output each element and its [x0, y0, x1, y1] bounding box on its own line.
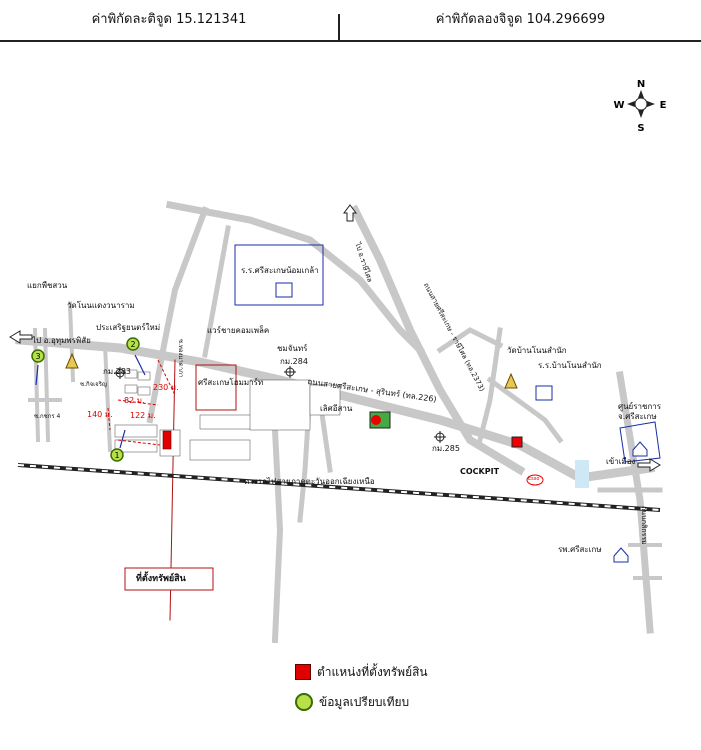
canal-icon: [575, 460, 589, 488]
label-kachon-soi4: ซ.กชกร 4: [34, 413, 61, 420]
compass-w: W: [613, 100, 624, 111]
esso-icon: [526, 474, 544, 486]
km-marker-icons: [114, 366, 446, 443]
label-gov-center: ศูนย์ราชการ จ.ศรีสะเกษ: [618, 402, 662, 421]
label-prasert-yont: ประเสริฐยนตร์ใหม่: [96, 323, 161, 332]
gov-building-icon: [632, 441, 648, 457]
side-road-1: [436, 327, 504, 354]
label-to-city: เข้าเมือง: [606, 457, 636, 466]
lert-isan-logo-icon: [371, 415, 381, 425]
compass-e: E: [660, 100, 667, 111]
school-icon: [275, 282, 293, 298]
label-dist-230: 230 ม.: [153, 383, 179, 392]
school-icon-2: [535, 385, 553, 401]
landmark-icons: [65, 282, 648, 563]
label-chomchan: ชมจันทร์: [277, 344, 308, 353]
label-dist-140: 140 ม.: [87, 410, 113, 419]
label-soi-line: ซ.ทองมาดาภา: [177, 339, 184, 378]
hospital-icon: [613, 547, 629, 563]
label-pai-uthumphon: ไป อ.อุทุมพรพิสัย: [32, 336, 91, 345]
coordinate-divider: [338, 14, 340, 40]
legend-comparison-row: ข้อมูลเปรียบเทียบ: [295, 692, 409, 712]
arrow-east-icon: [637, 458, 661, 472]
label-esso: Esso: [528, 476, 540, 482]
legend-property-row: ตำแหน่งที่ตั้งทรัพย์สิน: [295, 662, 428, 682]
compass-n: N: [637, 79, 645, 90]
label-cockpit: COCKPIT: [460, 467, 500, 476]
label-kasikam-road: ถนนกสิกรรม: [640, 506, 648, 545]
latitude-label: ค่าพิกัดละติจูด 15.121341: [91, 12, 247, 27]
side-road-2: [476, 327, 503, 444]
compass-s: S: [637, 123, 644, 134]
mid-road: [202, 225, 231, 358]
coordinate-bar: ค่าพิกัดละติจูด 15.121341 ค่าพิกัดลองจิจ…: [0, 0, 701, 42]
label-yaek-phet-suan: แยกพืชสวน: [27, 281, 68, 290]
property-swatch-icon: [295, 664, 311, 680]
compass-rose: N S E W: [613, 79, 666, 134]
road-network: [15, 200, 663, 644]
comparison-point-3: [31, 349, 45, 363]
upper-road: [165, 200, 425, 355]
gov-center-boundary: [619, 421, 661, 463]
label-hospital: รพ.ศรีสะเกษ: [558, 545, 602, 554]
school-boundary: [234, 244, 324, 306]
temple-icon-2: [504, 372, 518, 389]
label-srisaket-home: ศรีสะเกษโฮมมาร์ท: [198, 378, 264, 387]
label-wat-non-daeng: วัดโนนแดงวนาราม: [67, 301, 135, 310]
comparison-label-2: 2: [130, 340, 135, 349]
direction-arrows: [35, 354, 146, 449]
comparison-points: 3 2 1: [31, 337, 140, 462]
railway-line: [17, 463, 661, 512]
comparison-label-3: 3: [35, 352, 40, 361]
property-callout-box: [124, 567, 214, 591]
label-lert-isan: เลิศอีสาน: [320, 404, 353, 413]
kasikam-road: [615, 370, 654, 634]
west-road: [146, 206, 209, 424]
temple-icon: [65, 352, 79, 369]
label-warehouse: แวร์ชายคอมเพล็ค: [207, 326, 270, 335]
label-school-nonsamnak: ร.ร.บ้านโนนสำนัก: [538, 361, 602, 370]
label-km283: กม.283: [103, 367, 131, 376]
arrow-west-icon: [9, 330, 33, 344]
homemart-boundary: [195, 364, 237, 411]
comparison-swatch-icon: [295, 693, 313, 711]
label-school-srisaket: ร.ร.ศรีสะเกษน้อมเกล้า: [241, 266, 319, 275]
distance-markers: [107, 359, 176, 446]
comparison-point-2: [126, 337, 140, 351]
longitude-label: ค่าพิกัดลองจิจูด 104.296699: [435, 12, 606, 27]
label-wat-nonsamnak: วัดบ้านโนนสำนัก: [507, 346, 567, 355]
west-soi-2: [42, 327, 51, 443]
west-soi-4: [102, 342, 113, 453]
side-road-3: [486, 376, 564, 444]
label-soi-note: ซ.กิจเจริญ: [80, 381, 108, 388]
property-marker: [162, 430, 172, 450]
highway-2373: [349, 204, 526, 476]
arrow-north-icon: [343, 204, 357, 222]
building-blocks: [114, 369, 341, 461]
label-dist-82: 82 ม.: [124, 396, 145, 405]
comparison-label-1: 1: [114, 451, 119, 460]
legend-comparison-label: ข้อมูลเปรียบเทียบ: [319, 694, 410, 709]
legend-property-label: ตำแหน่งที่ตั้งทรัพย์สิน: [317, 664, 428, 679]
label-property-location: ที่ตั้งทรัพย์สิน: [136, 574, 186, 584]
label-km285: กม.285: [432, 444, 460, 453]
label-dist-122: 122 ม.: [130, 411, 156, 420]
road-arrows: [9, 204, 661, 472]
shop-icon: [511, 436, 523, 448]
label-railway: ทางรถไฟสายภาคตะวันออกเฉียงเหนือ: [244, 477, 375, 486]
comparison-point-1: [110, 448, 124, 462]
label-km284: กม.284: [280, 357, 308, 366]
highway-226: [15, 335, 656, 483]
